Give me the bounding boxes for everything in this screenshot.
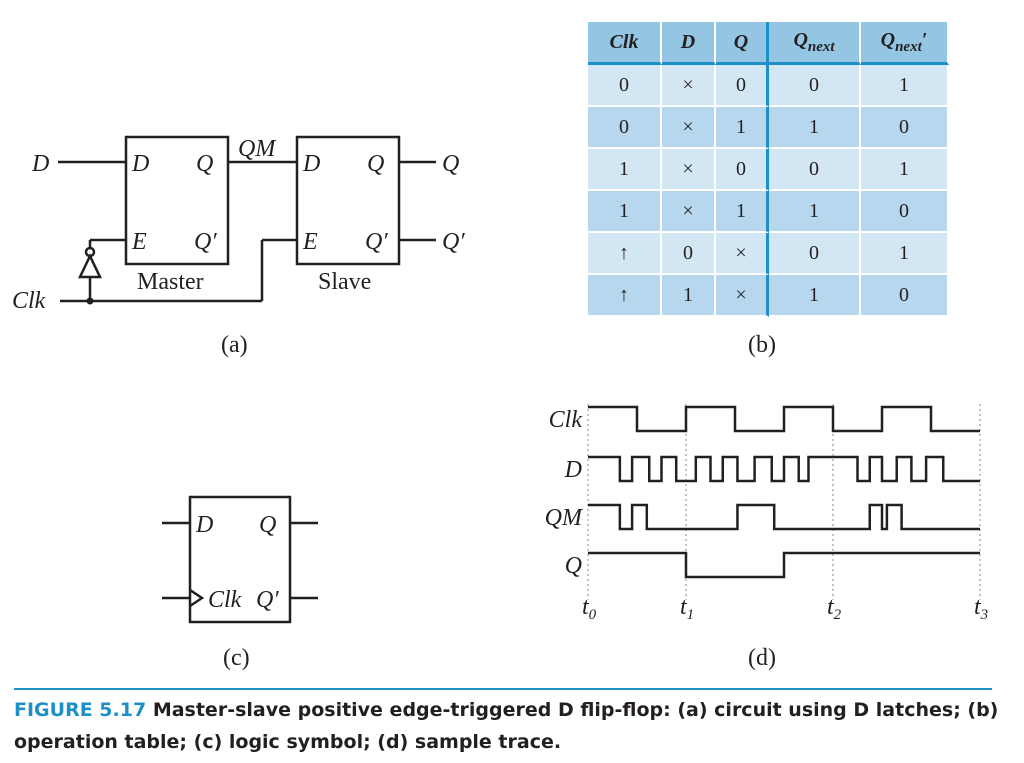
- table-cell: 0: [861, 191, 949, 233]
- signal-label: D: [564, 457, 582, 483]
- table-cell: 0: [662, 233, 716, 275]
- table-cell: 0: [769, 233, 861, 275]
- table-cell: ↑: [588, 275, 662, 317]
- q-output-label: Q: [442, 151, 459, 177]
- table-cell: 1: [588, 149, 662, 191]
- figure-number: FIGURE 5.17: [14, 699, 147, 721]
- junction-dot: [86, 297, 94, 305]
- clock-edge-icon: [189, 588, 205, 608]
- table-cell: 1: [769, 191, 861, 233]
- table-cell: 0: [716, 65, 769, 107]
- table-cell: 1: [769, 275, 861, 317]
- table-cell: ↑: [588, 233, 662, 275]
- time-mark-label: t2: [827, 594, 842, 623]
- table-cell: ×: [716, 233, 769, 275]
- master-pin-qn: Q′: [194, 229, 217, 255]
- time-mark-label: t1: [680, 594, 694, 623]
- table-cell: 1: [662, 275, 716, 317]
- panel-d-label: (d): [748, 645, 776, 671]
- table-cell: 1: [588, 191, 662, 233]
- master-pin-e: E: [131, 229, 147, 255]
- table-cell: 0: [716, 149, 769, 191]
- time-mark-label: t0: [582, 594, 597, 623]
- table-cell: 1: [861, 233, 949, 275]
- panel-a-label: (a): [221, 332, 248, 358]
- table-cell: ×: [662, 149, 716, 191]
- master-slave-circuit: [58, 135, 436, 303]
- symbol-pin-d: D: [195, 512, 213, 538]
- table-cell: 1: [861, 149, 949, 191]
- table-cell: ×: [662, 107, 716, 149]
- d-input-label: D: [31, 151, 49, 177]
- table-cell: 0: [861, 275, 949, 317]
- table-cell: 0: [588, 107, 662, 149]
- table-cell: ×: [662, 191, 716, 233]
- figure-caption: FIGURE 5.17 Master-slave positive edge-t…: [14, 694, 1004, 758]
- col-header-clk: Clk: [588, 22, 662, 65]
- master-latch-box: [124, 135, 230, 266]
- table-cell: ×: [716, 275, 769, 317]
- flip-flop-box: [188, 495, 292, 624]
- logic-symbol: [162, 495, 318, 624]
- slave-pin-q: Q: [367, 151, 384, 177]
- waveform-clk: [588, 405, 980, 433]
- symbol-pin-qn: Q′: [256, 587, 279, 613]
- slave-pin-e: E: [302, 229, 318, 255]
- waveform-qm: [588, 503, 980, 531]
- master-name: Master: [137, 269, 204, 295]
- table-cell: 1: [861, 65, 949, 107]
- col-header-d: D: [662, 22, 716, 65]
- table-cell: 1: [769, 107, 861, 149]
- col-header-q: Q: [716, 22, 769, 65]
- panel-b-label: (b): [748, 332, 776, 358]
- signal-label: Clk: [549, 407, 583, 433]
- signal-label: QM: [545, 505, 584, 531]
- table-cell: 1: [716, 191, 769, 233]
- waveform-q: [588, 551, 980, 579]
- table-cell: 0: [769, 65, 861, 107]
- table-cell: 0: [861, 107, 949, 149]
- caption-rule: [14, 688, 992, 690]
- col-header-qnext-prime: Qnext′: [861, 22, 949, 65]
- figure-caption-text: Master-slave positive edge-triggered D f…: [14, 699, 999, 753]
- slave-latch-box: [295, 135, 401, 266]
- table-cell: 0: [769, 149, 861, 191]
- slave-name: Slave: [318, 269, 371, 295]
- panel-c-label: (c): [223, 645, 250, 671]
- waveform-d: [588, 455, 980, 483]
- signal-label: Q: [565, 553, 582, 579]
- qn-output-label: Q′: [442, 229, 465, 255]
- clk-input-label: Clk: [12, 288, 46, 314]
- table-cell: ×: [662, 65, 716, 107]
- symbol-pin-q: Q: [259, 512, 276, 538]
- inverter-triangle: [78, 253, 102, 279]
- slave-pin-d: D: [302, 151, 320, 177]
- master-pin-d: D: [131, 151, 149, 177]
- col-header-qnext: Qnext: [769, 22, 861, 65]
- table-cell: 0: [588, 65, 662, 107]
- slave-pin-qn: Q′: [365, 229, 388, 255]
- table-cell: 1: [716, 107, 769, 149]
- master-pin-q: Q: [196, 151, 213, 177]
- symbol-pin-clk: Clk: [208, 587, 242, 613]
- inverter-bubble: [84, 246, 96, 258]
- qm-label: QM: [238, 136, 277, 162]
- time-mark-label: t3: [974, 594, 988, 623]
